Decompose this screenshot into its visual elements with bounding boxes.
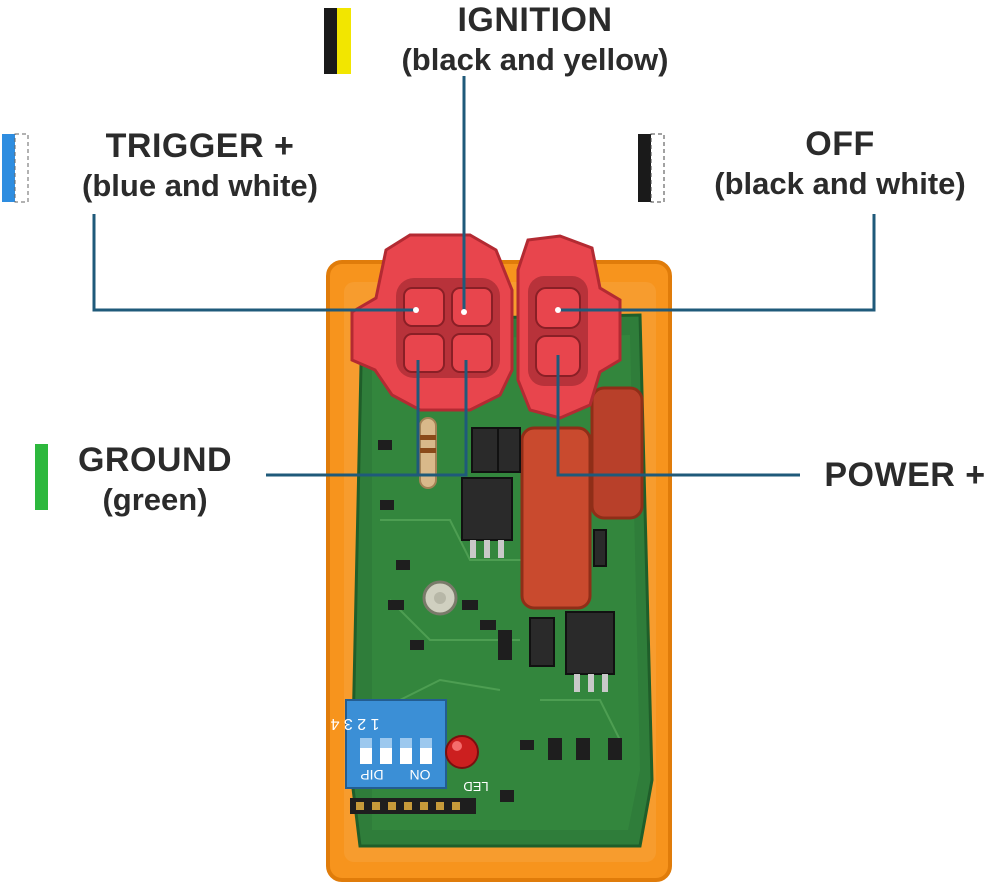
off-subtitle: (black and white) [714,165,966,201]
ignition-label: IGNITION (black and yellow) [360,0,710,78]
trigger-leader-line [92,214,416,312]
led [445,735,479,769]
ground-leader-line [266,360,468,477]
power-leader-line [556,355,800,477]
red-capacitor [520,386,644,610]
trigger-label: TRIGGER + (blue and white) [45,126,355,204]
dip-text: DIP [360,767,383,783]
trigger-wire-swatch [2,133,29,203]
off-leader-line [558,214,876,312]
trigger-subtitle: (blue and white) [82,167,318,203]
chip [461,427,615,675]
dip-numbers: 1 2 3 4 [330,715,379,732]
power-title: POWER + [824,456,986,494]
ignition-wire-swatch [324,8,351,74]
off-title: OFF [805,125,875,163]
dip-on-text: ON [410,767,431,783]
electrolytic-capacitor [422,580,458,616]
ignition-subtitle: (black and yellow) [401,41,669,77]
ignition-title: IGNITION [457,1,613,39]
dip-switch [345,699,447,789]
ground-subtitle: (green) [102,481,208,517]
ground-wire-swatch [35,444,48,510]
ground-title: GROUND [77,441,233,479]
smd-component [378,440,622,802]
header-pins [350,798,476,814]
resistor [419,417,437,489]
power-label: POWER + [810,455,1000,496]
off-wire-swatch [638,133,665,203]
trigger-title: TRIGGER + [105,127,295,165]
off-label: OFF (black and white) [680,124,1000,202]
connector-4pin [350,233,514,412]
led-text: LED [463,779,488,794]
ground-label: GROUND (green) [60,440,250,518]
leader-lines [92,76,876,477]
